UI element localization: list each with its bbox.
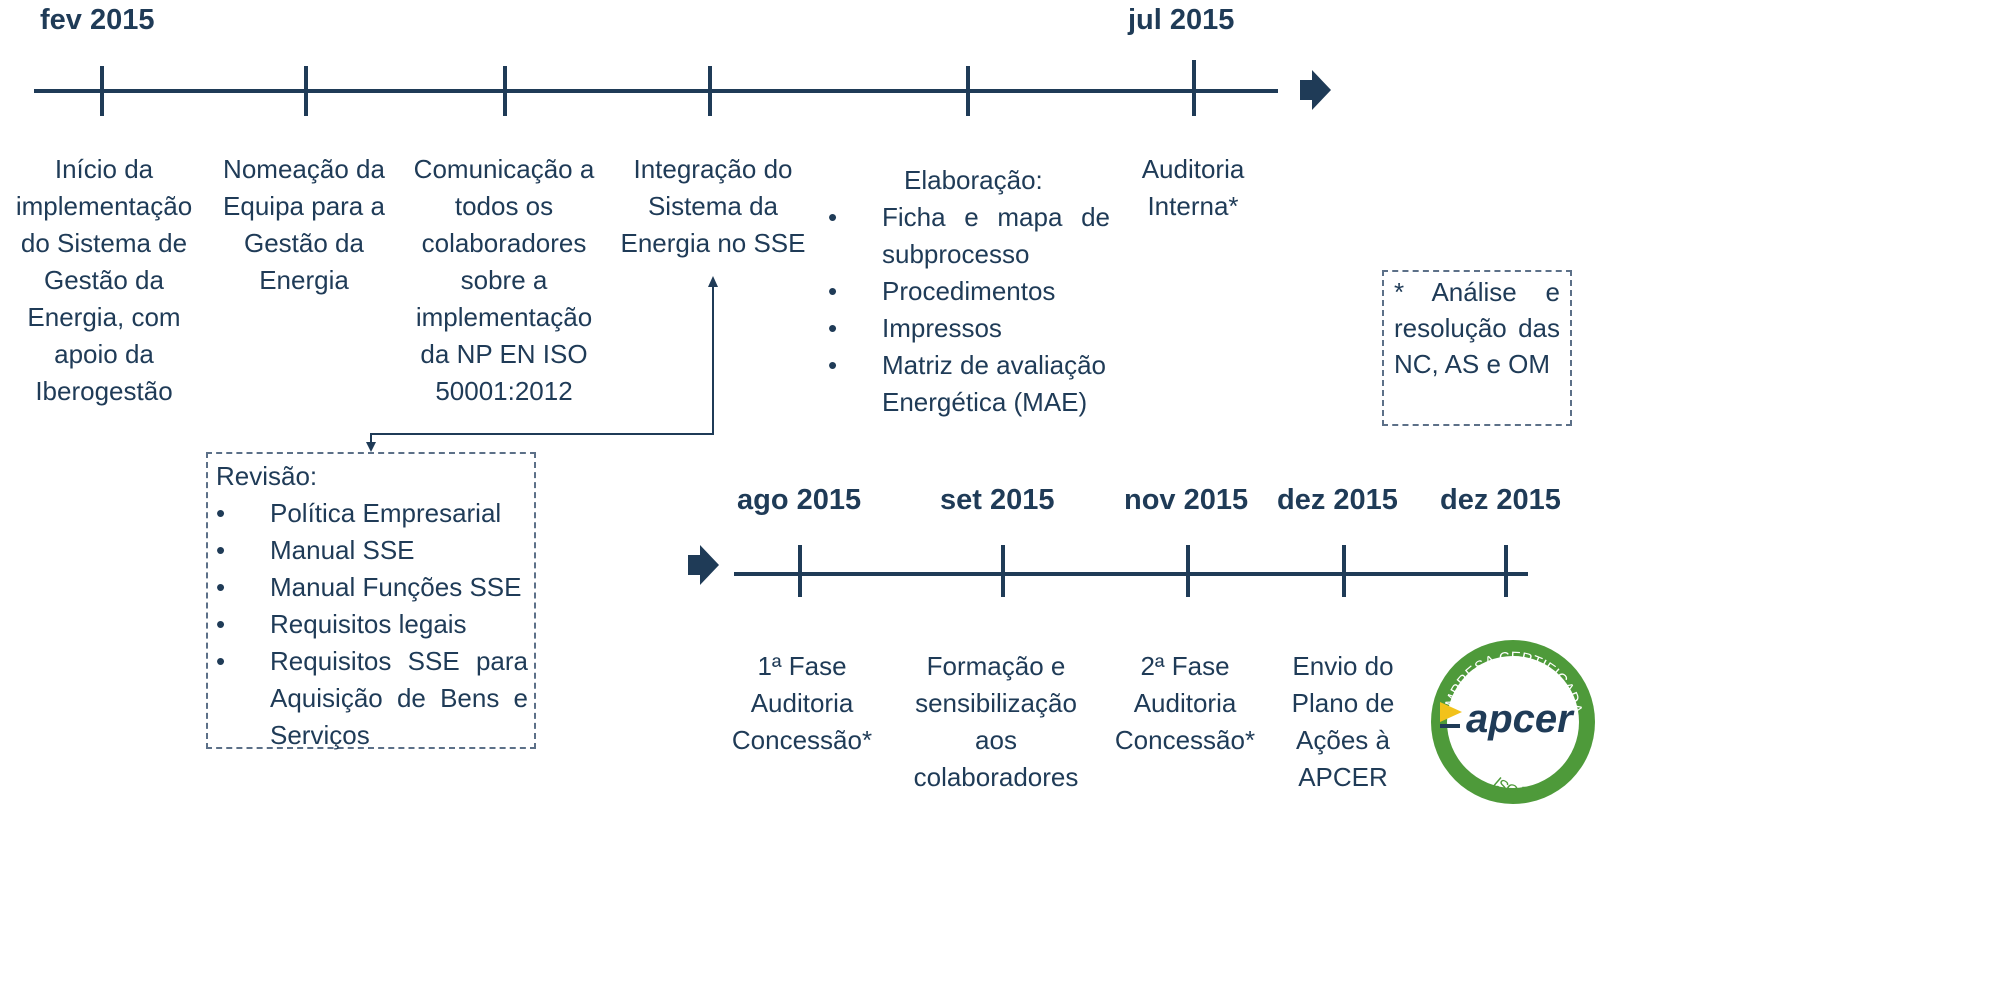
svg-text:ISO 50001: ISO 50001: [1489, 773, 1564, 801]
timeline2-tick: [1504, 545, 1508, 597]
revision-title: Revisão:: [216, 461, 318, 491]
note-box: * Análise e resolução das NC, AS e OM: [1382, 270, 1572, 426]
note-text: * Análise e resolução das NC, AS e OM: [1394, 277, 1560, 379]
elaboration-title: Elaboração:: [904, 165, 1043, 195]
timeline2-tick: [798, 545, 802, 597]
list-item: Impressos: [820, 310, 1110, 347]
list-item: Matriz de avaliação Energética (MAE): [820, 347, 1110, 421]
timeline2-date: set 2015: [940, 484, 1055, 516]
elaboration-list: Ficha e mapa de subprocesso Procedimento…: [820, 199, 1110, 421]
timeline1-end-date: jul 2015: [1128, 4, 1235, 36]
event-comunicacao: Comunicação a todos os colaboradores sob…: [413, 154, 595, 406]
list-item: Requisitos SSE para Aquisição de Bens e …: [208, 643, 528, 754]
timeline1-axis: [34, 89, 1278, 93]
event-1a-fase: 1ª Fase Auditoria Concessão*: [731, 651, 873, 755]
list-item: Requisitos legais: [208, 606, 528, 643]
timeline2-date: dez 2015: [1440, 484, 1561, 516]
event-integracao: Integração do Sistema da Energia no SSE: [620, 154, 806, 258]
timeline1-tick: [966, 66, 970, 116]
revision-box: Revisão: Política Empresarial Manual SSE…: [206, 452, 536, 750]
timeline2-tick: [1186, 545, 1190, 597]
timeline2-tick: [1342, 545, 1346, 597]
timeline1-start-date: fev 2015: [40, 4, 155, 36]
elaboration-block: Elaboração: Ficha e mapa de subprocesso …: [820, 162, 1110, 421]
timeline1-tick: [1192, 60, 1196, 116]
timeline2-tick: [1001, 545, 1005, 597]
timeline1-tick: [708, 66, 712, 116]
list-item: Ficha e mapa de subprocesso: [820, 199, 1110, 273]
svg-text:apcer: apcer: [1466, 697, 1575, 741]
timeline2-date: dez 2015: [1277, 484, 1398, 516]
event-auditoria-interna: Auditoria Interna*: [1141, 154, 1245, 221]
timeline1-tick: [100, 66, 104, 116]
event-envio-plano: Envio do Plano de Ações à APCER: [1291, 651, 1395, 792]
event-nomeacao: Nomeação da Equipa para a Gestão da Ener…: [223, 154, 385, 295]
timeline1-tick: [503, 66, 507, 116]
event-inicio: Início da implementação do Sistema de Ge…: [15, 154, 193, 406]
list-item: Manual SSE: [208, 532, 528, 569]
revision-list: Política Empresarial Manual SSE Manual F…: [208, 495, 528, 754]
timeline2-axis: [734, 572, 1528, 576]
timeline1-tick: [304, 66, 308, 116]
svg-text:EMPRESA CERTIFICADA: EMPRESA CERTIFICADA: [1440, 649, 1585, 719]
event-2a-fase: 2ª Fase Auditoria Concessão*: [1114, 651, 1256, 755]
list-item: Política Empresarial: [208, 495, 528, 532]
timeline2-date: nov 2015: [1124, 484, 1249, 516]
list-item: Procedimentos: [820, 273, 1110, 310]
timeline2-date: ago 2015: [737, 484, 862, 516]
list-item: Manual Funções SSE: [208, 569, 528, 606]
event-formacao: Formação e sensibilização aos colaborado…: [913, 651, 1079, 792]
